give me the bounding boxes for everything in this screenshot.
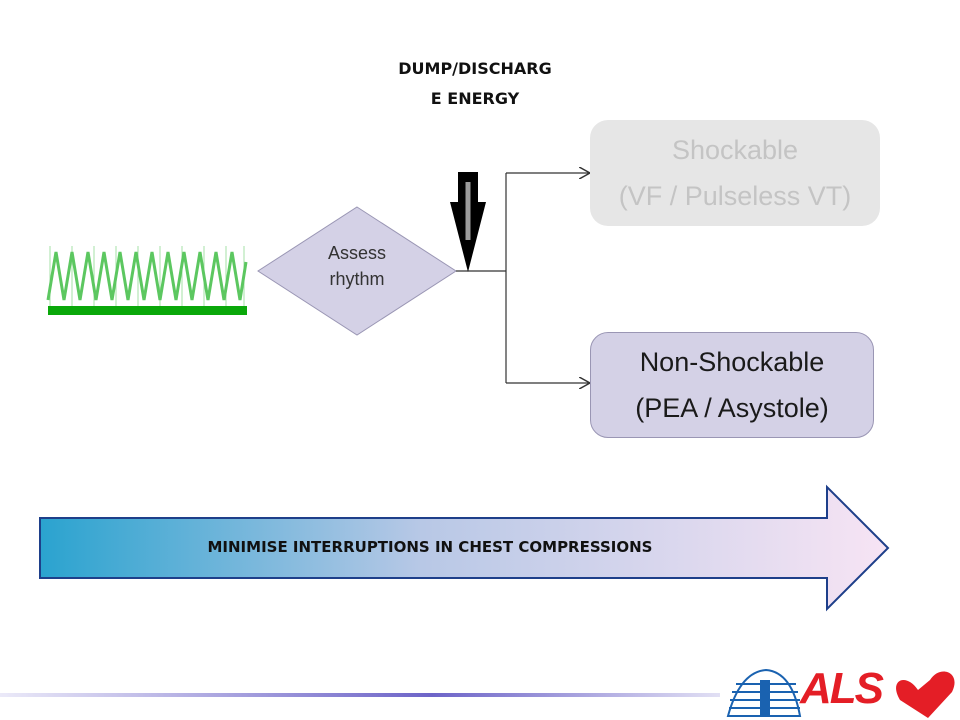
ecg-vf-icon	[46, 246, 248, 315]
shockable-title: Shockable	[671, 135, 799, 165]
discharge-arrow-icon	[450, 172, 486, 272]
non-shockable-title: Non-Shockable	[639, 347, 825, 377]
chest-compressions-banner-arrow	[39, 484, 890, 612]
shockable-subtitle: (VF / Pulseless VT)	[618, 181, 852, 211]
dump-discharge-energy-label: DUMP/DISCHARG E ENERGY	[398, 59, 552, 108]
assess-rhythm-label: Assess rhythm	[292, 240, 422, 292]
als-logo-icon	[726, 668, 955, 718]
flow-connector	[456, 173, 590, 383]
assess-rhythm-line2: rhythm	[329, 269, 385, 289]
footer-divider	[0, 693, 720, 697]
non-shockable-subtitle: (PEA / Asystole)	[635, 393, 829, 423]
chest-compressions-banner-text: MINIMISE INTERRUPTIONS IN CHEST COMPRESS…	[207, 538, 653, 556]
non-shockable-box: Non-Shockable (PEA / Asystole)	[590, 332, 874, 438]
shockable-box: Shockable (VF / Pulseless VT)	[590, 120, 880, 226]
assess-rhythm-diamond	[257, 206, 457, 336]
als-logo-text: ALS	[800, 664, 884, 713]
assess-rhythm-line1: Assess	[327, 243, 387, 263]
